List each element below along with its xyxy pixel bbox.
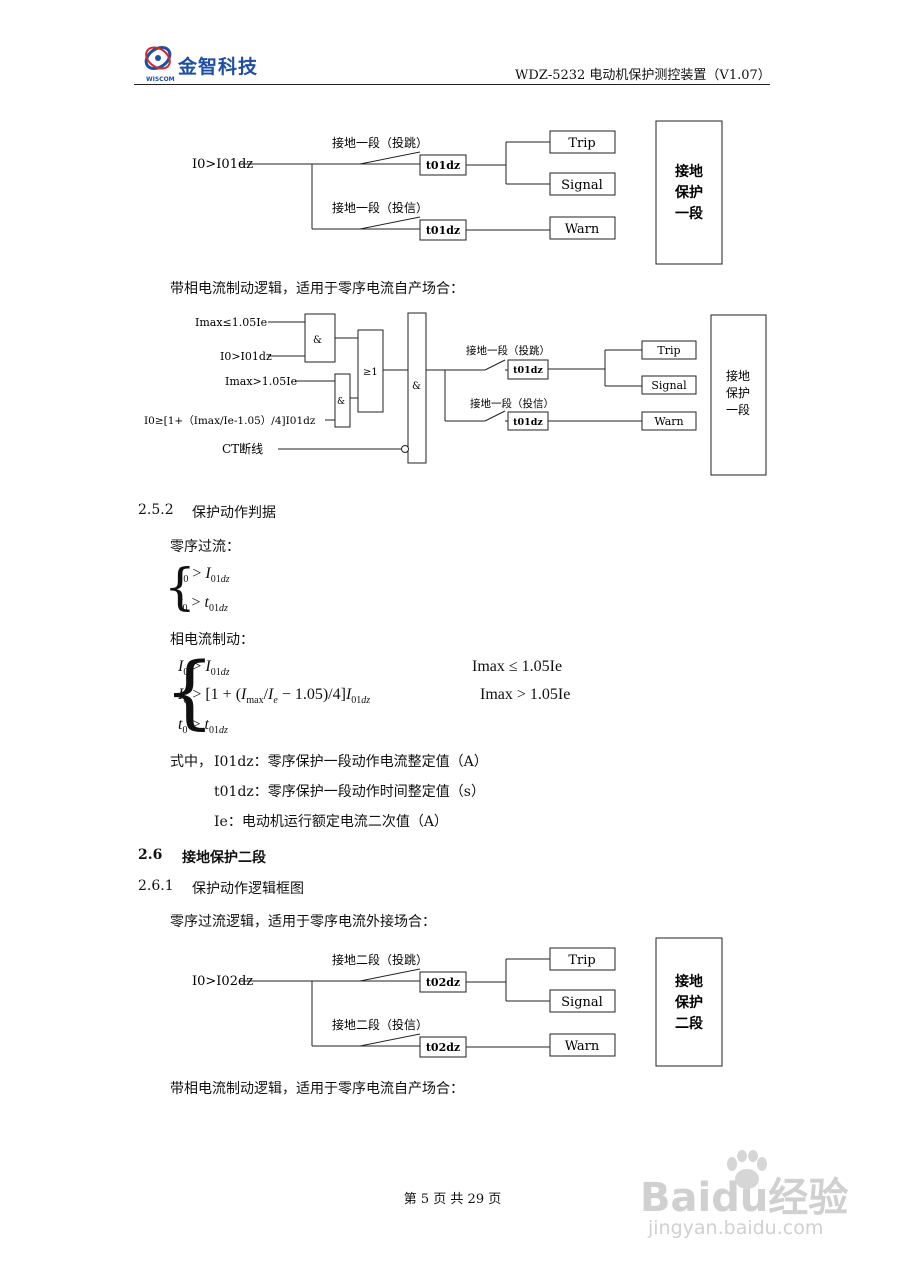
timer-label: t01dz [426, 159, 460, 172]
branch-trip-label: 接地一段（投跳） [332, 135, 428, 150]
block-label-line: 一段 [675, 205, 703, 222]
branch-warn-label: 接地一段（投信） [332, 200, 428, 215]
section-number: 2.5.2 [138, 502, 174, 518]
input-label: I0≥[1+（Imax/Ie-1.05）/4]I01dz [144, 415, 316, 427]
definition: Ie：电动机运行额定电流二次值（A） [214, 814, 448, 830]
output-warn: Warn [654, 415, 683, 428]
block-label-line: 接地 [675, 973, 703, 990]
condition: Imax ≤ 1.05Ie [472, 658, 563, 675]
condition: Imax > 1.05Ie [480, 686, 571, 703]
and-gate-label: & [313, 335, 322, 346]
document-header-title: WDZ-5232 电动机保护测控装置（V1.07） [515, 68, 771, 83]
header-rule [134, 84, 770, 85]
logic-diagram-1: I0>I01dz 接地一段（投跳） 接地一段（投信） t01dz t01dz T… [192, 120, 723, 265]
output-warn: Warn [565, 222, 600, 237]
logo-icon [144, 46, 172, 70]
output-warn: Warn [565, 1039, 600, 1054]
output-trip: Trip [568, 136, 595, 151]
definition: t01dz：零序保护一段动作时间整定值（s） [214, 784, 485, 800]
equation: t0 > t01dz [178, 716, 228, 737]
input-label: CT断线 [222, 441, 263, 456]
paragraph: 带相电流制动逻辑，适用于零序电流自产场合： [170, 1081, 464, 1097]
criterion-label: 零序过流： [170, 539, 240, 555]
and-gate-label: & [412, 381, 421, 392]
paragraph: 零序过流逻辑，适用于零序电流外接场合： [170, 914, 436, 930]
or-gate-label: ≥1 [363, 367, 378, 378]
logic-diagram-3: I0>I02dz 接地二段（投跳） 接地二段（投信） t02dz t02dz T… [192, 937, 723, 1067]
brace: { [164, 558, 196, 616]
timer-label: t01dz [513, 365, 543, 376]
brace: { [164, 645, 215, 738]
branch-warn-label: 接地二段（投信） [332, 1017, 428, 1032]
block-label-line: 一段 [726, 402, 750, 417]
logic-diagram-2: Imax≤1.05Ie I0>I01dz Imax>1.05Ie I0≥[1+（… [144, 312, 767, 476]
watermark-brand: Baidu经验 [640, 1175, 849, 1221]
section-title: 接地保护二段 [182, 850, 266, 866]
logo-text: 金智科技 [178, 56, 259, 78]
paragraph: 带相电流制动逻辑，适用于零序电流自产场合： [170, 281, 464, 297]
output-trip: Trip [568, 953, 595, 968]
input-label: Imax≤1.05Ie [195, 316, 267, 329]
block-label-line: 保护 [726, 386, 750, 400]
output-signal: Signal [651, 379, 687, 392]
input-label: Imax>1.05Ie [225, 375, 297, 388]
definition: I01dz：零序保护一段动作电流整定值（A） [214, 754, 488, 770]
timer-label: t01dz [426, 224, 460, 237]
block-label-line: 保护 [674, 184, 703, 201]
and-gate-label: & [337, 397, 345, 407]
watermark-url: jingyan.baidu.com [648, 1217, 824, 1239]
section-title: 保护动作判据 [192, 505, 276, 521]
paw-icon [727, 1150, 767, 1189]
equation: I0 > [1 + (Imax/Ie − 1.05)/4]I01dz [178, 686, 371, 707]
output-signal: Signal [561, 995, 603, 1010]
input-label: I0>I01dz [192, 157, 253, 172]
section-number: 2.6.1 [138, 878, 174, 894]
logo-subtext: WISCOM [146, 76, 175, 83]
criterion-label: 相电流制动： [170, 632, 254, 648]
branch-trip-label: 接地二段（投跳） [332, 952, 428, 967]
block-label-line: 保护 [674, 994, 703, 1011]
block-label-line: 接地 [675, 163, 703, 180]
equation: I0 > I01dz [178, 565, 230, 586]
output-trip: Trip [657, 344, 680, 357]
output-signal: Signal [561, 178, 603, 193]
branch-trip-label: 接地一段（投跳） [466, 344, 550, 357]
timer-label: t01dz [513, 417, 543, 428]
timer-label: t02dz [426, 1041, 460, 1054]
block-label-line: 接地 [726, 368, 750, 383]
input-label: I0>I02dz [192, 974, 253, 989]
where-prefix: 式中， [170, 754, 212, 770]
input-label: I0>I01dz [220, 350, 272, 363]
equation: t0 > t01dz [178, 594, 228, 615]
section-title: 保护动作逻辑框图 [192, 881, 304, 897]
branch-warn-label: 接地一段（投信） [470, 397, 554, 410]
timer-label: t02dz [426, 976, 460, 989]
block-label-line: 二段 [675, 1015, 703, 1032]
section-number: 2.6 [138, 847, 163, 863]
page-footer: 第 5 页 共 29 页 [403, 1192, 502, 1207]
equation: I0 > I01dz [178, 658, 230, 679]
